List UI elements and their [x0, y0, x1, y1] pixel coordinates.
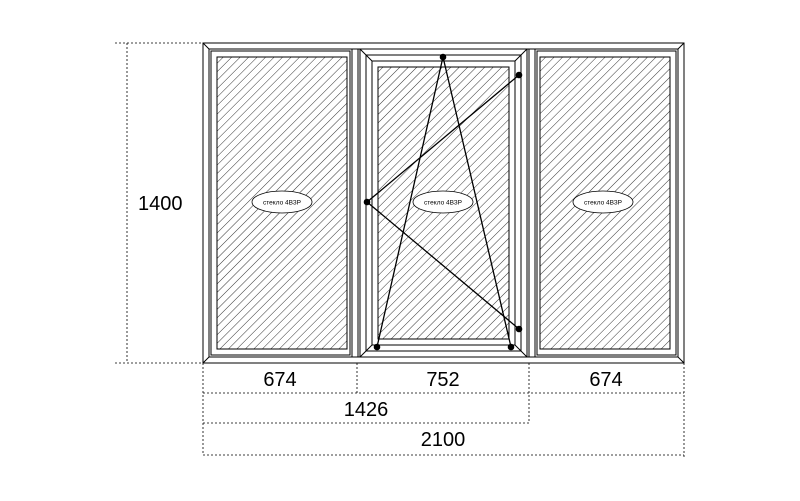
svg-text:стекло 4ВЗР: стекло 4ВЗР: [424, 200, 462, 207]
svg-text:стекло 4ВЗР: стекло 4ВЗР: [584, 200, 622, 207]
mullion-left: [351, 48, 359, 358]
right-sash-dimension: 674: [589, 369, 622, 391]
opening-symbol: [363, 53, 523, 351]
left-glass-mark: стекло 4ВЗР: [251, 190, 313, 214]
mullions: [351, 48, 536, 358]
left-center-dimension: 1426: [344, 399, 389, 421]
center-glass-mark: стекло 4ВЗР: [412, 190, 474, 214]
left-sash-dimension: 674: [263, 369, 296, 391]
total-width-dimension: 2100: [421, 429, 466, 451]
dimension-lines: [115, 42, 685, 458]
mullion-right: [528, 48, 536, 358]
height-dimension: 1400: [138, 193, 183, 215]
svg-text:стекло 4ВЗР: стекло 4ВЗР: [263, 200, 301, 207]
center-sash-dimension: 752: [426, 369, 459, 391]
right-glass-mark: стекло 4ВЗР: [572, 190, 634, 214]
left-fixed-pane: [210, 50, 351, 356]
